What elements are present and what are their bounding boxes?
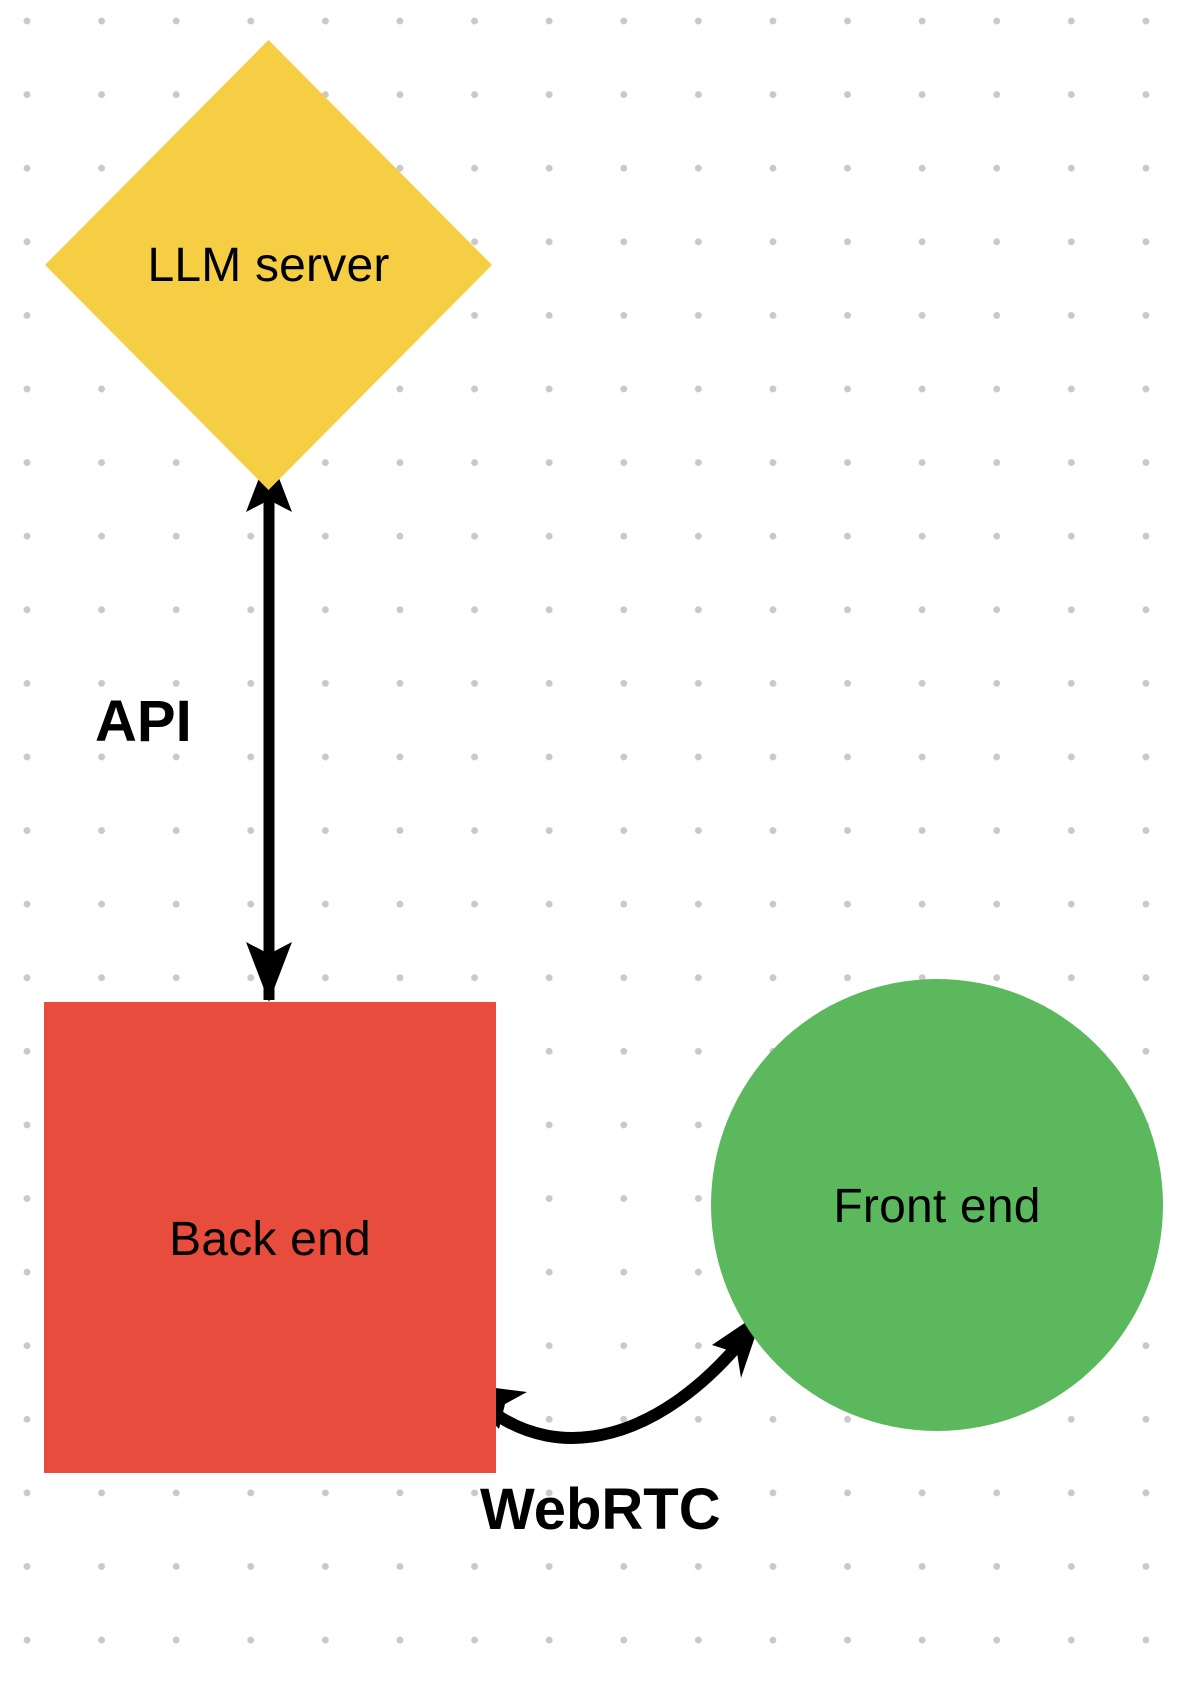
edge-label-api: API xyxy=(95,689,192,754)
node-front-end[interactable]: Front end xyxy=(711,979,1163,1431)
node-llm-server[interactable]: LLM server xyxy=(45,40,492,490)
node-back-end[interactable]: Back end xyxy=(44,1002,496,1473)
node-front-end-label: Front end xyxy=(833,1180,1041,1233)
edge-webrtc[interactable] xyxy=(456,1310,764,1444)
node-back-end-label: Back end xyxy=(169,1213,371,1266)
edge-api[interactable] xyxy=(246,452,292,1002)
node-llm-server-label: LLM server xyxy=(147,239,390,292)
edge-webrtc-shaft xyxy=(483,1334,749,1444)
edge-label-webrtc: WebRTC xyxy=(480,1477,721,1542)
edge-api-arrowhead-down xyxy=(246,942,292,1002)
